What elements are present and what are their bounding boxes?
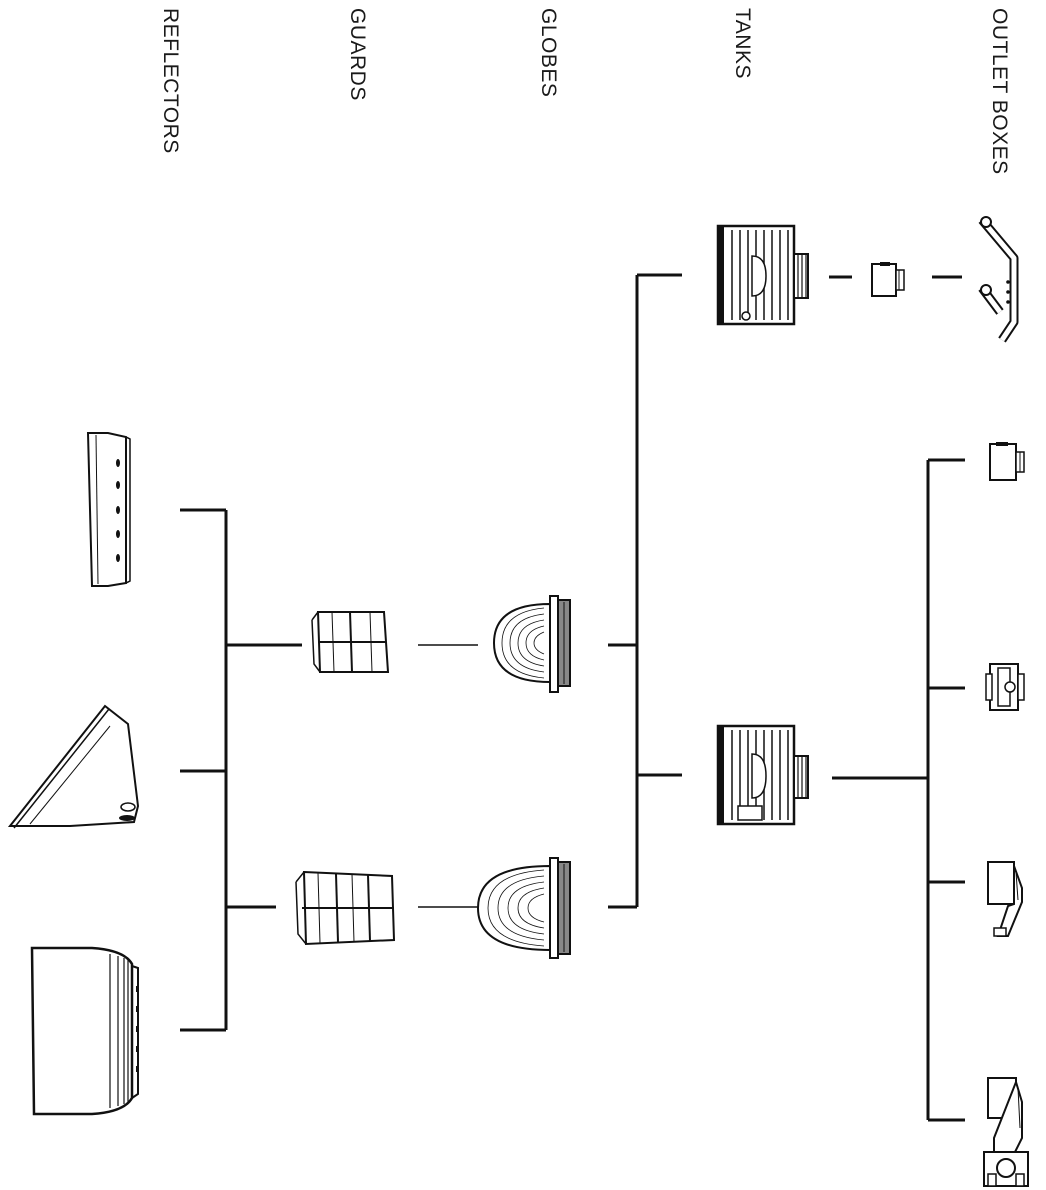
column-label-guards: GUARDS: [346, 8, 369, 101]
bracket-mount-icon: [978, 216, 1019, 343]
tee-box-icon: [985, 663, 1025, 711]
pendant-box-icon: [983, 1077, 1029, 1187]
column-label-tanks: TANKS: [731, 8, 754, 79]
column-label-reflectors: REFLECTORS: [159, 8, 182, 154]
round-box-icon: [989, 442, 1025, 481]
angle-box-icon: [987, 861, 1023, 937]
shallow-dome-reflector-icon: [86, 432, 131, 587]
column-label-outlet-boxes: OUTLET BOXES: [988, 8, 1011, 175]
lower-tank-icon: [716, 724, 809, 826]
large-guard-icon: [295, 870, 396, 946]
small-globe-icon: [492, 595, 571, 693]
coupling-icon: [871, 262, 905, 297]
deep-bowl-reflector-icon: [30, 946, 139, 1116]
connector-lines: [180, 273, 965, 1122]
small-guard-icon: [311, 611, 390, 673]
column-label-globes: GLOBES: [537, 8, 560, 98]
large-globe-icon: [476, 857, 571, 959]
upper-tank-icon: [716, 224, 809, 326]
angle-reflector-icon: [7, 704, 140, 829]
